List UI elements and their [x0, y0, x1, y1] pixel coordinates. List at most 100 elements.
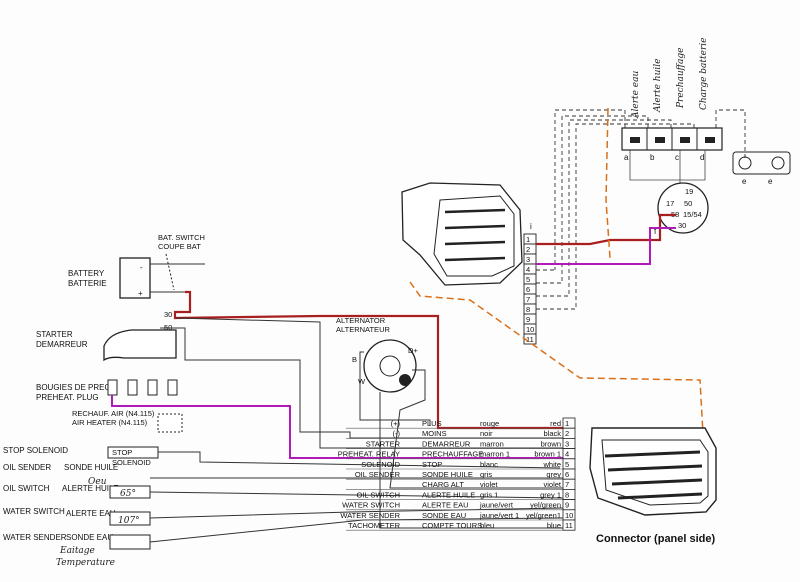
- wire-colour-en: violet: [543, 480, 561, 489]
- oil-switch-label: OIL SWITCH: [3, 484, 50, 493]
- wire-colour-en: blue: [547, 521, 561, 530]
- battery-label-fr: BATTERIE: [68, 279, 107, 288]
- strip-terminal: 10: [523, 323, 537, 335]
- key-f-label: f: [654, 227, 657, 236]
- wire-function-en: STARTER: [366, 439, 401, 448]
- red-wire-panel: [536, 213, 676, 246]
- starter-label-en: STARTER: [36, 330, 73, 339]
- strip-terminal-number: 5: [526, 275, 530, 284]
- alternator-terminal-dplus: D+: [408, 346, 418, 355]
- purple-wire-preheat: [111, 395, 563, 459]
- lamp-e1-label: e: [742, 177, 747, 186]
- strip-terminal-number: 11: [526, 335, 534, 344]
- wire-pin-cell: [562, 519, 576, 531]
- lamp-d-label: d: [700, 153, 704, 162]
- wire-colour-en: yel/green: [530, 501, 561, 510]
- hand-label-alerte-eau: Alerte eau: [631, 70, 641, 119]
- wire-function-fr: COMPTE TOURS: [422, 521, 482, 530]
- wire-pin-number: 2: [565, 429, 569, 438]
- lamp-c-label: c: [675, 153, 679, 162]
- alternator-terminal-b: B: [352, 355, 357, 364]
- alternator-label-en: ALTERNATOR: [336, 316, 386, 325]
- wire-function-fr: DEMARREUR: [422, 439, 471, 448]
- signal-wires: [149, 317, 564, 543]
- glow-label-en: PREHEAT. PLUG: [36, 393, 99, 402]
- wire-colour-en: yel/green1: [526, 511, 561, 520]
- key-pin-50: 50: [684, 199, 692, 208]
- wire-colour-fr: violet: [480, 480, 498, 489]
- wire-colour-fr: blanc: [480, 460, 498, 469]
- strip-terminal-number: 3: [526, 255, 530, 264]
- starter-terminal-30: 30: [164, 310, 172, 319]
- wire-colour-en: grey 1: [540, 490, 561, 499]
- wire-function-en: WATER SENDER: [340, 511, 400, 520]
- wire-pin-number: 11: [565, 521, 573, 530]
- wire-pin-number: 9: [565, 501, 569, 510]
- key-pin-15-54: 15/54: [683, 210, 702, 219]
- wire-function-fr: MOINS: [422, 429, 447, 438]
- warning-lamp-block: a b c d: [621, 127, 723, 190]
- wire-function-fr: SONDE HUILE: [422, 470, 473, 479]
- wire-function-fr: ALERTE EAU: [422, 501, 469, 510]
- key-pin-30: 30: [678, 221, 686, 230]
- lamp-e2-label: e: [768, 177, 773, 186]
- wire-colour-fr: jaune/vert 1: [479, 511, 519, 520]
- sonde-huile-label: SONDE HUILE: [64, 463, 118, 472]
- alerte-huile-label: ALERTE HUILE: [62, 484, 119, 493]
- alternator-terminal-w: W: [358, 377, 366, 386]
- wire-colour-fr: marron: [480, 439, 504, 448]
- battery-plus: +: [138, 289, 143, 298]
- strip-top-label: i: [530, 222, 532, 231]
- wire-colour-fr: noir: [480, 429, 493, 438]
- bat-switch-label-en: BAT. SWITCH: [158, 233, 205, 242]
- wire-pin-number: 8: [565, 490, 569, 499]
- purple-wire-panel: [536, 227, 676, 265]
- water-switch-label: WATER SWITCH: [3, 507, 65, 516]
- key-switch: 19 17 50 58 15/54 30 f: [654, 182, 709, 236]
- lamp-a-label: a: [624, 153, 629, 162]
- wire-colour-fr: gris: [480, 470, 492, 479]
- water-hand-note-2: Temperature: [56, 558, 115, 568]
- strip-terminal-number: 6: [526, 285, 530, 294]
- wire-colour-fr: bleu: [480, 521, 494, 530]
- strip-terminal-number: 8: [526, 305, 530, 314]
- stop-solenoid-label: STOP SOLENOID: [3, 446, 68, 455]
- alternator-label-fr: ALTERNATEUR: [336, 325, 390, 334]
- wire-colour-fr: rouge: [480, 419, 499, 428]
- wire-function-fr: CHARG ALT: [422, 480, 464, 489]
- red-wire-main: [173, 290, 563, 430]
- wire-function-fr: SONDE EAU: [422, 511, 466, 520]
- wire-function-en: TACHOMETER: [348, 521, 401, 530]
- panel-side-connector: Connector (panel side): [589, 427, 717, 545]
- wire-function-en: OIL SWITCH: [357, 490, 400, 499]
- dashed-harness: [536, 109, 746, 310]
- strip-terminal: 3: [523, 253, 537, 265]
- glow-label-fr: BOUGIES DE PRECH.: [36, 383, 118, 392]
- hand-label-alerte-huile: Alerte huile: [653, 59, 663, 114]
- hand-label-charge-batterie: Charge batterie: [699, 38, 709, 111]
- wire-function-fr: PLUS: [422, 419, 442, 428]
- strip-terminal-number: 2: [526, 245, 530, 254]
- wire-colour-fr: jaune/vert: [479, 501, 514, 510]
- sonde-eau-label: SONDE EAU: [66, 533, 113, 542]
- strip-terminal-number: 9: [526, 315, 530, 324]
- strip-terminal-number: 4: [526, 265, 530, 274]
- wire-colour-en: brown 1: [534, 450, 561, 459]
- left-sensors: STOP SOLENOID STOP SOLENOID OIL SENDER S…: [3, 446, 159, 568]
- strip-terminal: 7: [523, 293, 537, 305]
- strip-terminal-number: 10: [526, 325, 534, 334]
- wire-function-fr: STOP: [422, 460, 442, 469]
- glow-plugs: BOUGIES DE PRECH. PREHEAT. PLUG: [36, 379, 178, 402]
- wire-colour-en: red: [550, 419, 561, 428]
- battery: BATTERY BATTERIE - +: [68, 257, 151, 299]
- wire-function-fr: PRECHAUFFAGE: [422, 450, 483, 459]
- wire-colour-en: white: [542, 460, 561, 469]
- panel-hand-labels: Alerte eau Alerte huile Prechauffage Cha…: [631, 38, 709, 120]
